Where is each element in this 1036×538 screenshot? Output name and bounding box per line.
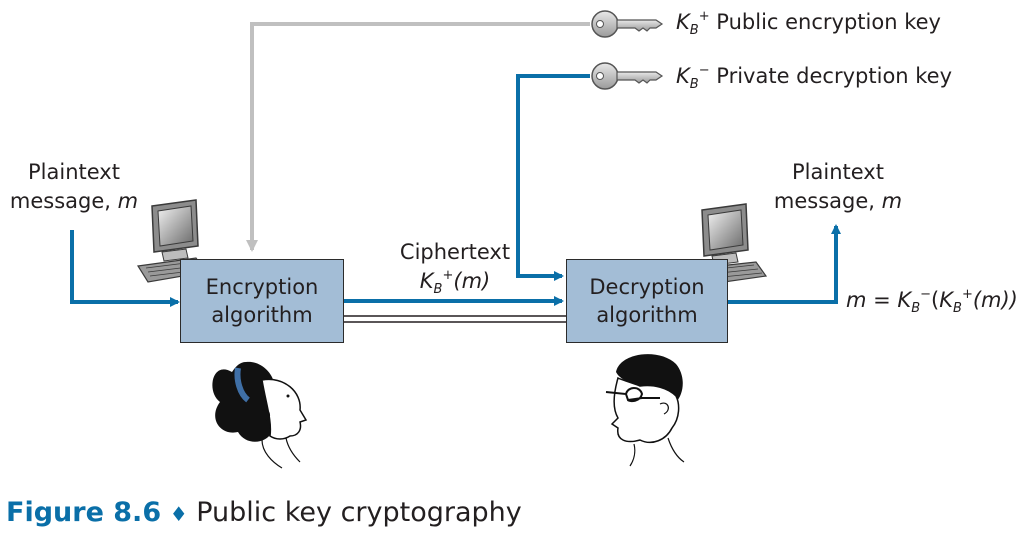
- result-eq: =: [866, 288, 898, 312]
- encryption-box-line1: Encryption: [205, 275, 319, 299]
- ciphertext-label: Ciphertext KB+(m): [352, 238, 558, 296]
- plaintext-input-prefix: message,: [9, 189, 118, 213]
- plaintext-output-var: m: [881, 189, 903, 213]
- plaintext-input-var: m: [117, 189, 139, 213]
- result-arg: (m)): [972, 288, 1018, 312]
- plaintext-input-label: Plaintext message, m: [0, 158, 148, 216]
- private-key-line: [516, 74, 590, 281]
- result-k1: K: [897, 288, 912, 312]
- figure-caption: Figure 8.6 ♦ Public key cryptography: [6, 497, 522, 528]
- private-key-label: KB− Private decryption key: [676, 62, 952, 91]
- private-key-sup: −: [698, 63, 710, 78]
- public-key-label: KB+ Public encryption key: [676, 8, 941, 37]
- result-open: (: [931, 288, 940, 312]
- private-key-icon: [591, 62, 664, 90]
- result-k2: K: [939, 288, 954, 312]
- alice-figure: [212, 361, 308, 469]
- result-formula: m = KB−(KB+(m)): [846, 286, 1018, 315]
- public-key-sup: +: [698, 9, 710, 24]
- plaintext-input-arrow: [70, 230, 180, 307]
- caption-separator: ♦: [169, 502, 188, 526]
- plaintext-output-line2: message, m: [764, 187, 912, 216]
- result-lhs: m: [846, 288, 867, 312]
- decryption-algorithm-box: Decryption algorithm: [566, 259, 728, 343]
- public-key-sub: B: [689, 23, 699, 38]
- bob-figure: [605, 354, 685, 467]
- ciphertext-line1: Ciphertext: [399, 240, 511, 264]
- plaintext-input-line2: message, m: [0, 187, 148, 216]
- public-key-text: Public encryption key: [716, 10, 941, 34]
- sender-computer-icon: [137, 199, 208, 283]
- ciphertext-arg: (m): [453, 269, 491, 293]
- figure-number: Figure 8.6: [6, 497, 162, 528]
- decryption-box-line2: algorithm: [596, 303, 698, 327]
- ciphertext-symbol: K: [419, 269, 434, 293]
- result-k2-sub: B: [953, 301, 962, 316]
- result-k2-sup: +: [961, 287, 973, 302]
- public-key-line: [246, 22, 590, 252]
- plaintext-output-prefix: message,: [773, 189, 882, 213]
- result-k1-sub: B: [911, 301, 921, 316]
- plaintext-input-line1: Plaintext: [28, 160, 120, 184]
- plaintext-output-line1: Plaintext: [792, 160, 884, 184]
- plaintext-output-arrow: [728, 224, 841, 304]
- ciphertext-formula: KB+(m): [352, 267, 558, 296]
- public-key-icon: [591, 10, 664, 38]
- private-key-symbol: K: [676, 64, 690, 88]
- private-key-text: Private decryption key: [716, 64, 953, 88]
- public-key-symbol: K: [676, 10, 690, 34]
- ciphertext-sup: +: [442, 268, 454, 283]
- encryption-box-line2: algorithm: [211, 303, 313, 327]
- figure-title: Public key cryptography: [196, 497, 522, 528]
- decryption-box-line1: Decryption: [589, 275, 705, 299]
- plaintext-output-label: Plaintext message, m: [764, 158, 912, 216]
- ciphertext-sub: B: [433, 282, 443, 297]
- private-key-sub: B: [689, 77, 699, 92]
- encryption-algorithm-box: Encryption algorithm: [180, 259, 344, 343]
- result-k1-sup: −: [920, 287, 932, 302]
